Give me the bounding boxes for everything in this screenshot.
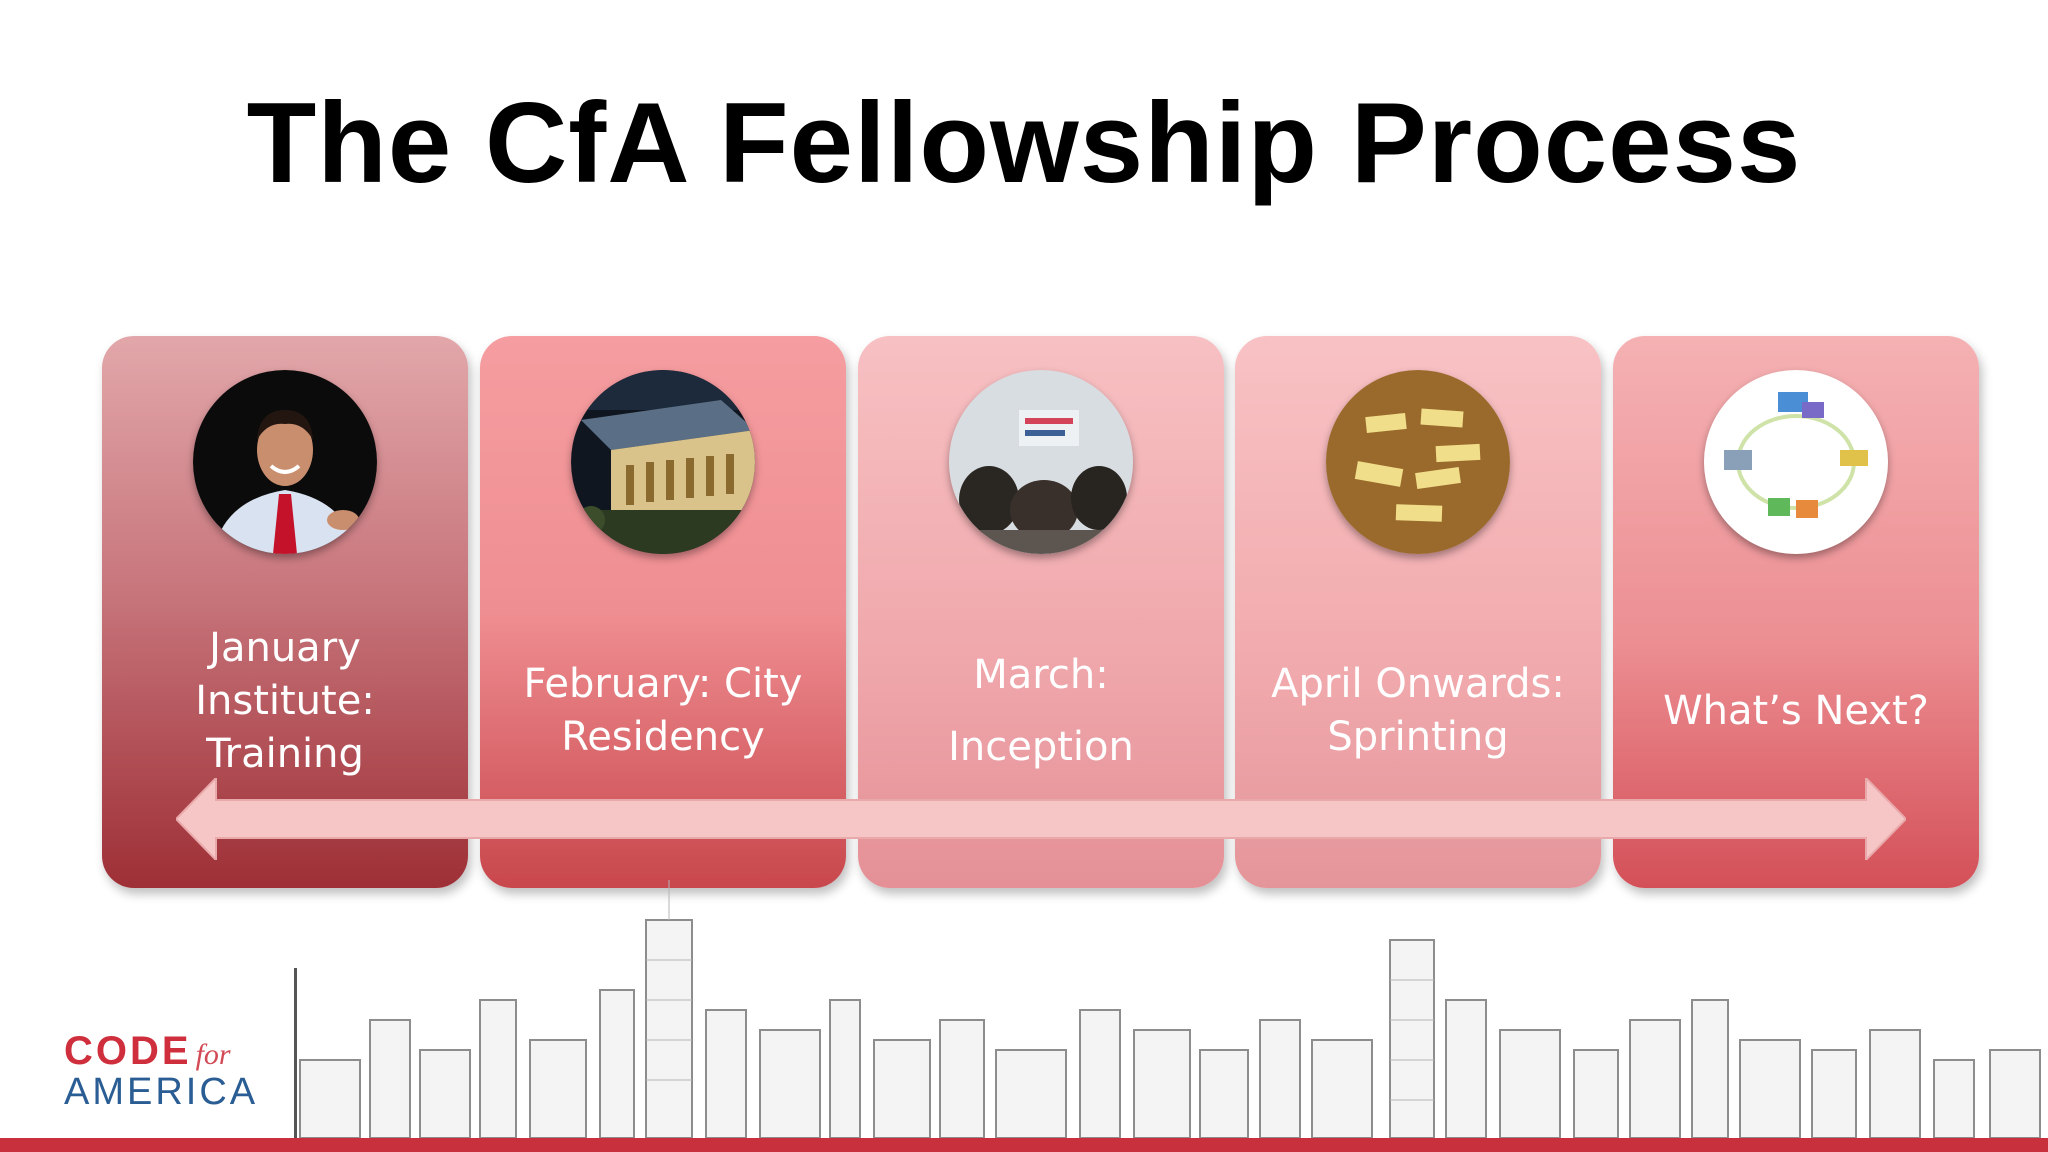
stage-label: February: City Residency: [523, 661, 803, 760]
logo-divider: [294, 968, 297, 1138]
stage-label: January Institute: Training: [195, 624, 375, 777]
sticky-notes-photo: [1326, 370, 1510, 554]
stage-card-whats-next: What’s Next?: [1613, 336, 1979, 888]
stage-card-march: March: Inception: [858, 336, 1224, 888]
footer-accent-bar: [0, 1138, 2048, 1152]
stage-card-february: February: City Residency: [480, 336, 846, 888]
team-meeting-photo: [949, 370, 1133, 554]
stage-label: What’s Next?: [1663, 687, 1929, 734]
city-skyline-illustration: [299, 880, 2041, 1138]
speaker-photo: [193, 370, 377, 554]
slide-title: The CfA Fellowship Process: [246, 80, 1802, 207]
stage-card-january: January Institute: Training: [102, 336, 468, 888]
stage-card-april: April Onwards: Sprinting: [1235, 336, 1601, 888]
stage-label: April Onwards: Sprinting: [1271, 661, 1565, 760]
timeline-arrow: [176, 778, 1906, 860]
stage-label: March: Inception: [948, 652, 1134, 770]
network-diagram-photo: [1704, 370, 1888, 554]
city-hall-photo: [571, 370, 755, 554]
